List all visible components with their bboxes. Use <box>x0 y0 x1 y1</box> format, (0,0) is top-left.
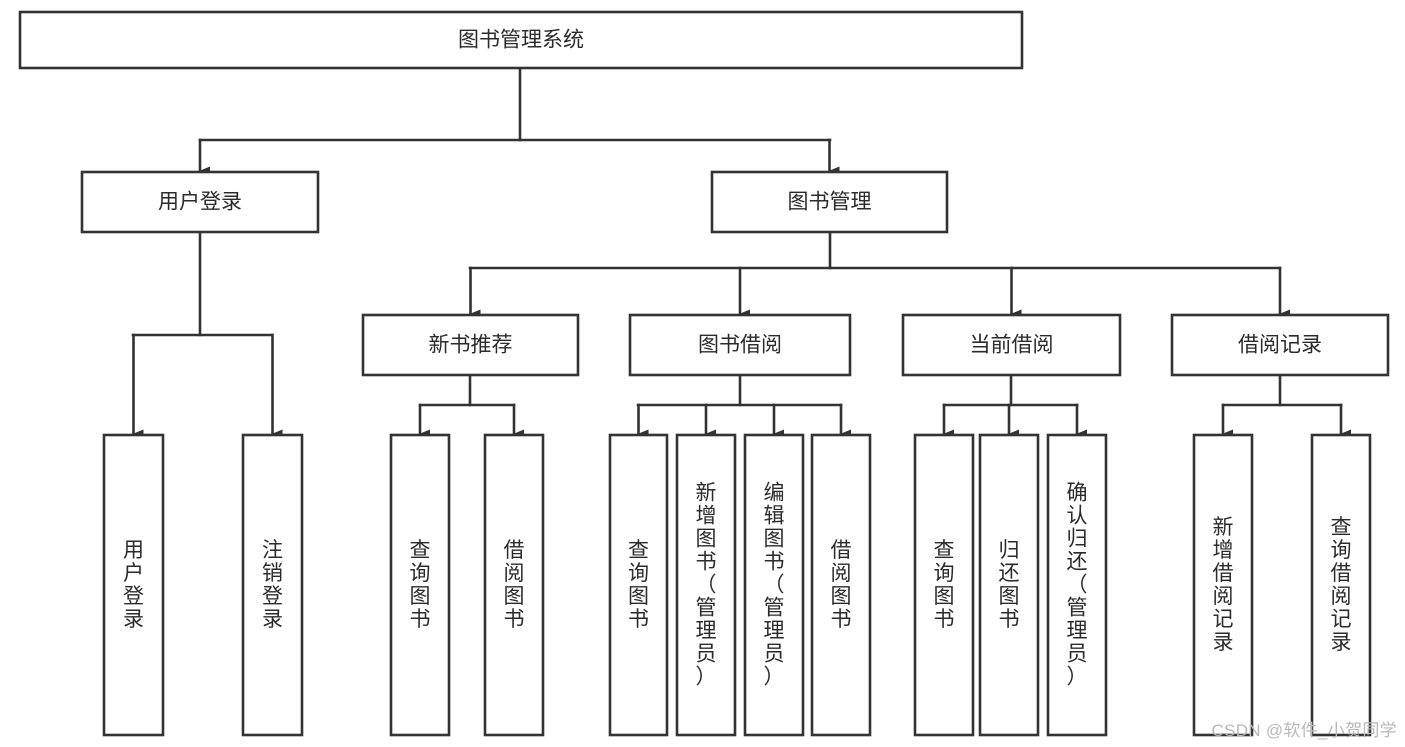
node-label: 新增图书（管理员） <box>696 481 717 688</box>
node-layer: 图书管理系统用户登录图书管理新书推荐图书借阅当前借阅借阅记录用户登录注销登录查询… <box>18 10 1390 737</box>
node-borrow-record[interactable]: 借阅记录 <box>1170 313 1390 377</box>
connector-bus-current-borrow <box>942 373 1079 407</box>
node-leaf-add-book[interactable]: 新增图书（管理员） <box>675 433 737 737</box>
node-box <box>80 170 320 234</box>
node-box <box>389 433 451 737</box>
node-label: 注销登录 <box>262 539 283 631</box>
node-root[interactable]: 图书管理系统 <box>18 10 1024 70</box>
node-leaf-confirm-return[interactable]: 确认归还（管理员） <box>1046 433 1108 737</box>
node-label: 图书管理 <box>788 191 872 214</box>
node-leaf-add-record[interactable]: 新增借阅记录 <box>1192 433 1254 737</box>
connector-layer <box>131 66 1351 439</box>
node-label: 查询图书 <box>628 539 649 631</box>
node-label: 查询图书 <box>410 539 431 631</box>
node-leaf-user-logout[interactable]: 注销登录 <box>241 433 304 737</box>
node-leaf-borrow-book-bb[interactable]: 借阅图书 <box>810 433 872 737</box>
node-box <box>743 433 805 737</box>
node-label: 当前借阅 <box>970 334 1054 357</box>
node-box <box>1192 433 1254 737</box>
node-box <box>901 313 1122 377</box>
node-box <box>241 433 304 737</box>
node-box <box>675 433 737 737</box>
node-box <box>483 433 545 737</box>
node-book-manage[interactable]: 图书管理 <box>710 170 949 234</box>
node-box <box>102 433 165 737</box>
node-new-book-rec[interactable]: 新书推荐 <box>361 313 580 377</box>
node-box <box>1170 313 1390 377</box>
node-label: 新增借阅记录 <box>1213 516 1234 654</box>
connector-bus-user-login <box>131 230 274 337</box>
node-box <box>978 433 1040 737</box>
node-label: 用户登录 <box>158 191 242 214</box>
connector-bus-new-book-rec <box>418 373 516 407</box>
node-leaf-query-book-bb[interactable]: 查询图书 <box>608 433 669 737</box>
watermark-label: CSDN @软件_小贺同学 <box>1211 721 1397 740</box>
node-label: 借阅记录 <box>1238 334 1322 357</box>
node-leaf-return-book[interactable]: 归还图书 <box>978 433 1040 737</box>
node-current-borrow[interactable]: 当前借阅 <box>901 313 1122 377</box>
node-box <box>628 313 852 377</box>
node-label: 借阅图书 <box>504 539 525 631</box>
node-leaf-query-book-cb[interactable]: 查询图书 <box>913 433 975 737</box>
node-box <box>913 433 975 737</box>
node-leaf-edit-book[interactable]: 编辑图书（管理员） <box>743 433 805 737</box>
node-leaf-query-record[interactable]: 查询借阅记录 <box>1310 433 1372 737</box>
node-box <box>608 433 669 737</box>
node-box <box>810 433 872 737</box>
node-label: 确认归还（管理员） <box>1067 481 1088 688</box>
node-book-borrow[interactable]: 图书借阅 <box>628 313 852 377</box>
node-leaf-query-book-rec[interactable]: 查询图书 <box>389 433 451 737</box>
connector-bus-book-borrow <box>636 373 843 407</box>
node-leaf-borrow-book-rec[interactable]: 借阅图书 <box>483 433 545 737</box>
node-label: 图书借阅 <box>698 334 782 357</box>
node-box <box>1046 433 1108 737</box>
connector-bus-borrow-record <box>1221 373 1343 407</box>
node-box <box>18 10 1024 70</box>
node-user-login[interactable]: 用户登录 <box>80 170 320 234</box>
node-label: 编辑图书（管理员） <box>764 481 785 688</box>
node-label: 新书推荐 <box>429 334 513 357</box>
node-label: 查询图书 <box>934 539 955 631</box>
node-box <box>361 313 580 377</box>
node-box <box>710 170 949 234</box>
connector-bus-root <box>198 66 832 142</box>
node-box <box>1310 433 1372 737</box>
node-label: 查询借阅记录 <box>1331 516 1352 654</box>
connector-bus-book-manage <box>468 230 1282 270</box>
node-label: 用户登录 <box>123 539 144 631</box>
node-label: 图书管理系统 <box>458 29 584 52</box>
node-label: 借阅图书 <box>831 539 852 631</box>
node-leaf-user-login[interactable]: 用户登录 <box>102 433 165 737</box>
node-label: 归还图书 <box>999 539 1020 631</box>
